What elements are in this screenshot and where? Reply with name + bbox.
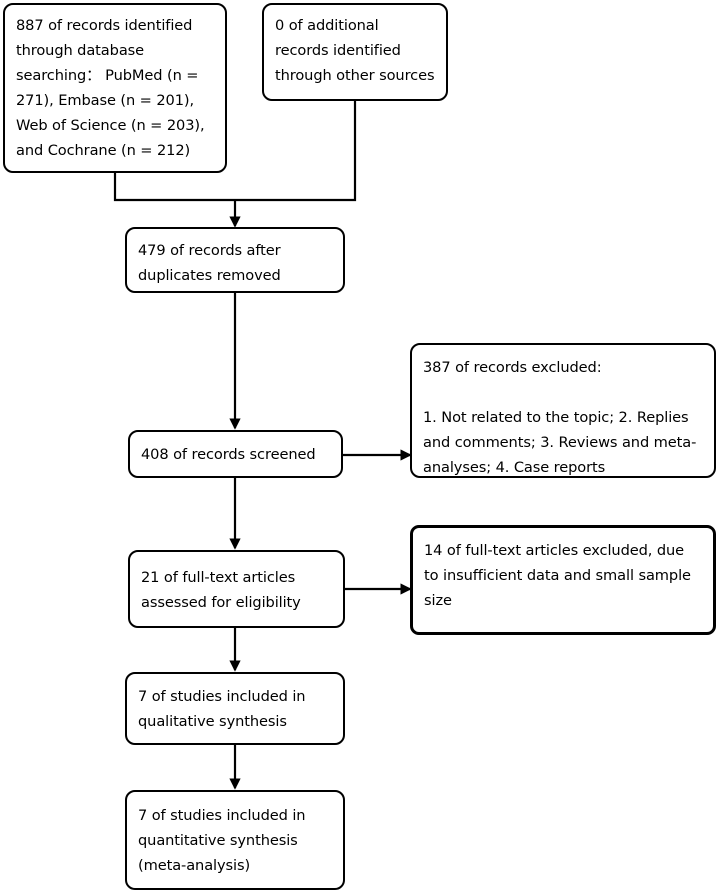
node-identification-other: 0 of additional records identified throu… <box>262 3 448 101</box>
node-qualitative-synthesis: 7 of studies included in qualitative syn… <box>125 672 345 745</box>
node-records-excluded: 387 of records excluded: 1. Not related … <box>410 343 716 478</box>
node-identification-database: 887 of records identified through databa… <box>3 3 227 173</box>
node-fulltext-assessed: 21 of full-text articles assessed for el… <box>128 550 345 628</box>
node-quantitative-synthesis: 7 of studies included in quantitative sy… <box>125 790 345 890</box>
node-fulltext-excluded: 14 of full-text articles excluded, due t… <box>410 525 716 635</box>
node-records-screened: 408 of records screened <box>128 430 343 478</box>
node-duplicates-removed: 479 of records after duplicates removed <box>125 227 345 293</box>
